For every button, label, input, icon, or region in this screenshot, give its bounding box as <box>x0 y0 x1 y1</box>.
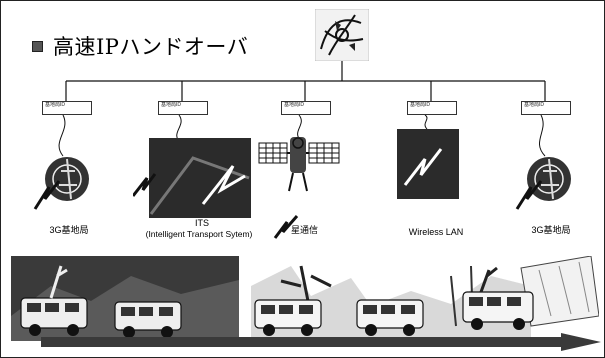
base-station-node-5: 基地局ID <box>521 101 571 115</box>
satellite-icon <box>258 137 340 192</box>
bullet-square-icon <box>32 41 43 52</box>
direction-arrow-icon <box>41 333 601 351</box>
base-station-node-1: 基地局ID <box>42 101 92 115</box>
access-label-3g-1: 3G基地局 <box>49 225 89 235</box>
access-label-its: ITS <box>194 218 209 228</box>
slide-title: 高速IPハンドオーバ <box>53 35 249 59</box>
network-logo-icon <box>315 9 369 61</box>
van-icon <box>462 266 534 330</box>
access-label-wlan: Wireless LAN <box>408 227 464 237</box>
antenna-tower-icon <box>515 157 571 210</box>
its-road-icon <box>133 138 251 218</box>
antenna-tower-icon <box>33 157 89 210</box>
satellite-link-arrow-icon <box>273 215 299 239</box>
van-icon <box>20 265 88 336</box>
access-label-satellite: 星通信 <box>291 225 319 235</box>
base-station-node-4: 基地局ID <box>407 101 457 115</box>
access-label-3g-2: 3G基地局 <box>531 225 571 235</box>
moving-vehicle-scene <box>11 256 599 341</box>
wireless-lan-icon <box>397 129 459 199</box>
base-station-node-3: 基地局ID <box>281 101 331 115</box>
van-icon <box>254 299 322 336</box>
access-label-its-sub: (Intelligent Transport Sytem) <box>145 229 253 239</box>
van-icon <box>114 301 182 338</box>
van-icon <box>356 299 424 336</box>
base-station-node-2: 基地局ID <box>158 101 208 115</box>
